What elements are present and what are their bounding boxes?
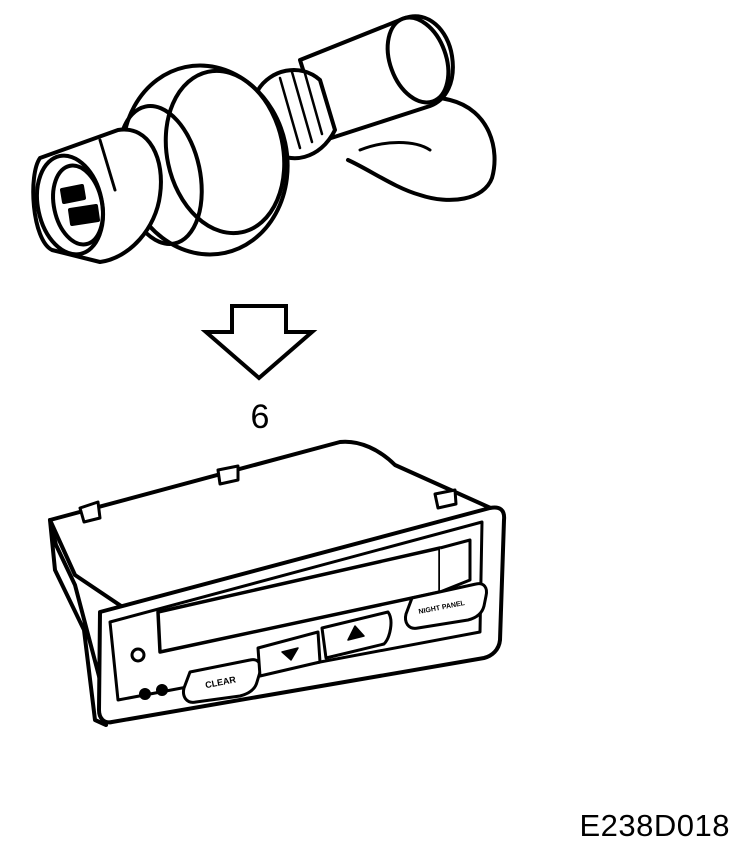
- step-number: 6: [250, 398, 270, 436]
- night-panel-button[interactable]: [404, 582, 488, 630]
- figure-code: E238D018: [579, 808, 730, 843]
- up-triangle-icon: [347, 625, 365, 641]
- down-arrow-icon: [200, 304, 318, 381]
- sensor-component: [31, 14, 497, 264]
- display-panel-unit: [48, 439, 507, 727]
- down-triangle-icon: [281, 647, 299, 661]
